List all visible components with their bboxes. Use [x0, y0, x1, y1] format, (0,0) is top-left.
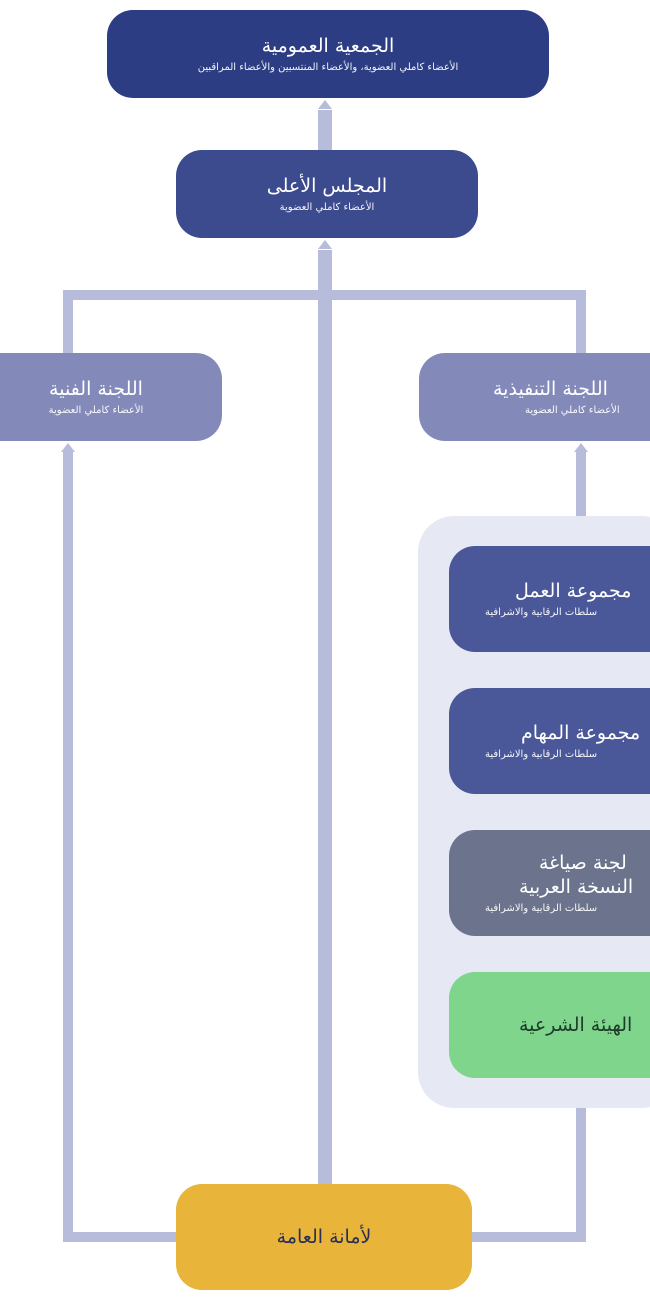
tasks-group-content: مجموعة المهام سلطات الرقابية والاشرافية	[455, 721, 650, 762]
arrowhead-executive	[574, 443, 588, 452]
technical-committee-node[interactable]: اللجنة الفنية الأعضاء كاملي العضوية	[0, 353, 222, 441]
general-assembly-title: الجمعية العمومية	[261, 34, 395, 57]
arrowhead-general	[318, 100, 332, 109]
technical-committee-title: اللجنة الفنية	[49, 377, 143, 400]
working-group-subtitle: سلطات الرقابية والاشرافية	[485, 606, 598, 618]
tasks-group-node[interactable]: مجموعة المهام سلطات الرقابية والاشرافية	[449, 688, 650, 794]
general-secretariat-node[interactable]: لأمانة العامة	[176, 1184, 472, 1290]
supreme-council-subtitle: الأعضاء كاملي العضوية	[279, 201, 375, 213]
executive-committee-content: اللجنة التنفيذية الأعضاء كاملي العضوية	[425, 377, 650, 418]
tasks-group-subtitle: سلطات الرقابية والاشرافية	[485, 748, 598, 760]
connector-left-vertical	[63, 452, 73, 1242]
arrowhead-council	[318, 240, 332, 249]
connector-right-top-drop	[576, 290, 586, 353]
arabic-drafting-content: لجنة صياغة النسخة العربية سلطات الرقابية…	[455, 851, 650, 916]
connector-left-bottom	[63, 1232, 176, 1242]
connector-group-to-executive	[576, 452, 586, 516]
sharia-board-title: الهيئة الشرعية	[519, 1014, 633, 1036]
general-assembly-node[interactable]: الجمعية العمومية الأعضاء كاملي العضوية، …	[107, 10, 549, 98]
arabic-drafting-title-line2: النسخة العربية	[519, 875, 634, 898]
arabic-drafting-committee-node[interactable]: لجنة صياغة النسخة العربية سلطات الرقابية…	[449, 830, 650, 936]
connector-horizontal-top	[63, 290, 586, 300]
supreme-council-title: المجلس الأعلى	[266, 174, 388, 197]
tasks-group-title: مجموعة المهام	[521, 721, 641, 744]
executive-committee-title: اللجنة التنفيذية	[493, 377, 608, 400]
general-assembly-subtitle: الأعضاء كاملي العضوية، والأعضاء المنتسبي…	[197, 61, 459, 73]
technical-committee-subtitle: الأعضاء كاملي العضوية	[48, 404, 144, 416]
arrowhead-technical	[61, 443, 75, 452]
arabic-drafting-title-line1: لجنة صياغة	[539, 851, 627, 874]
executive-committee-node[interactable]: اللجنة التنفيذية الأعضاء كاملي العضوية	[419, 353, 650, 441]
working-group-title: مجموعة العمل	[515, 579, 632, 602]
supreme-council-node[interactable]: المجلس الأعلى الأعضاء كاملي العضوية	[176, 150, 478, 238]
sharia-board-node[interactable]: الهيئة الشرعية	[449, 972, 650, 1078]
connector-left-top-drop	[63, 290, 73, 353]
sharia-board-content: الهيئة الشرعية	[455, 1013, 650, 1037]
connector-right-vertical	[576, 1108, 586, 1242]
arabic-drafting-subtitle: سلطات الرقابية والاشرافية	[485, 902, 598, 914]
connector-council-to-general	[318, 110, 332, 150]
connector-secretariat-to-council	[318, 250, 332, 1184]
working-group-node[interactable]: مجموعة العمل سلطات الرقابية والاشرافية	[449, 546, 650, 652]
executive-committee-subtitle: الأعضاء كاملي العضوية	[525, 404, 620, 416]
general-secretariat-title: لأمانة العامة	[276, 1226, 372, 1248]
working-group-content: مجموعة العمل سلطات الرقابية والاشرافية	[455, 579, 650, 620]
connector-right-bottom	[472, 1232, 586, 1242]
